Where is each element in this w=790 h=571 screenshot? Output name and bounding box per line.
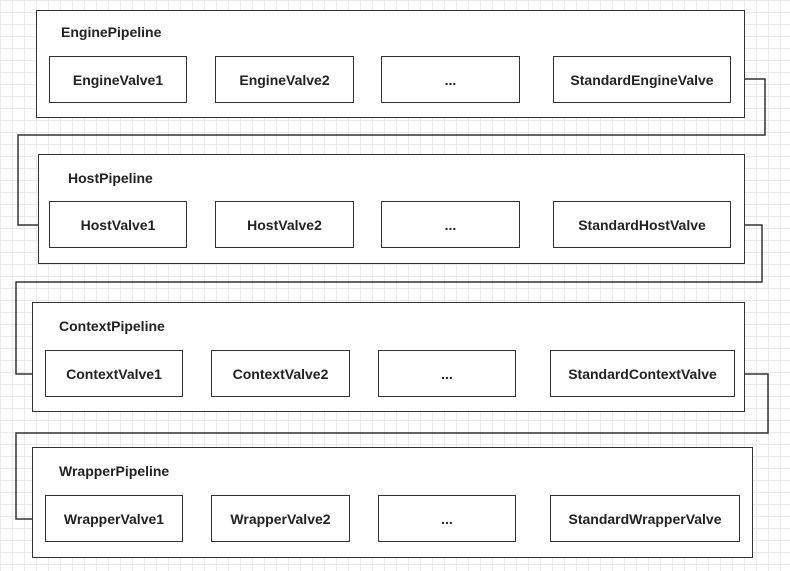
context-valve-ellipsis: ...: [378, 350, 516, 397]
standard-engine-valve: StandardEngineValve: [553, 56, 731, 103]
engine-pipeline-title: EnginePipeline: [61, 24, 162, 40]
link-host-to-context: [15, 224, 763, 378]
link-engine-to-host: [17, 78, 766, 229]
wrapper-pipeline-title: WrapperPipeline: [59, 463, 170, 479]
engine-valve-ellipsis: ...: [381, 56, 520, 103]
standard-host-valve: StandardHostValve: [553, 201, 731, 248]
wrapper-valve-ellipsis: ...: [378, 495, 516, 542]
host-valve-2: HostValve2: [215, 201, 354, 248]
engine-valve-2: EngineValve2: [215, 56, 354, 103]
engine-valve-1: EngineValve1: [49, 56, 187, 103]
context-pipeline-title: ContextPipeline: [59, 318, 165, 334]
host-valve-1: HostValve1: [49, 201, 187, 248]
host-pipeline-title: HostPipeline: [68, 170, 153, 186]
context-valve-2: ContextValve2: [211, 350, 350, 397]
standard-context-valve: StandardContextValve: [550, 350, 735, 397]
context-valve-1: ContextValve1: [45, 350, 183, 397]
wrapper-valve-2: WrapperValve2: [211, 495, 350, 542]
link-context-to-wrapper: [15, 373, 769, 523]
host-valve-ellipsis: ...: [381, 201, 520, 248]
wrapper-valve-1: WrapperValve1: [45, 495, 183, 542]
standard-wrapper-valve: StandardWrapperValve: [550, 495, 740, 542]
